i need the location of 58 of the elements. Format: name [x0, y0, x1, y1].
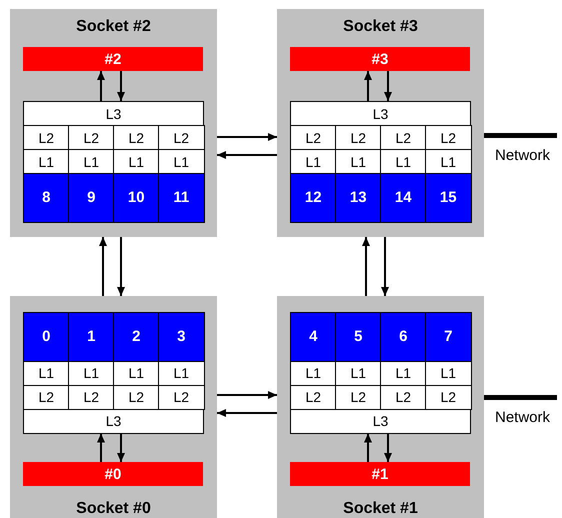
- arrow: [217, 133, 277, 141]
- core-cell: 4: [290, 312, 336, 362]
- arrow: [117, 237, 125, 296]
- core-cell: 5: [335, 312, 382, 362]
- cache-cell: L2: [425, 125, 472, 150]
- socket-panel: [277, 9, 484, 237]
- socket-panel: [10, 9, 217, 237]
- socket-title: Socket #3: [342, 18, 419, 36]
- cache-cell: L3: [290, 408, 471, 434]
- arrow: [97, 71, 105, 101]
- core-cell: 3: [158, 312, 204, 362]
- arrow: [97, 434, 105, 462]
- core-cell: 1: [68, 312, 114, 362]
- memory-bar: #2: [23, 47, 203, 71]
- core-cell: 8: [23, 173, 70, 222]
- cache-cell: L1: [158, 360, 204, 386]
- memory-bar: #1: [290, 462, 470, 486]
- cache-cell: L3: [23, 101, 204, 126]
- socket-panel: [10, 296, 217, 518]
- arrow: [381, 237, 389, 296]
- arrow: [384, 434, 392, 462]
- arrow: [364, 434, 372, 462]
- network-label: Network: [495, 147, 550, 164]
- socket-panel: [277, 296, 484, 518]
- arrow: [117, 71, 125, 101]
- core-cell: 9: [68, 173, 114, 222]
- arrow: [364, 71, 372, 101]
- socket-title: Socket #1: [342, 500, 419, 518]
- network-label: Network: [495, 409, 550, 426]
- core-cell: 12: [290, 173, 336, 222]
- cache-cell: L3: [23, 408, 204, 434]
- arrow: [117, 434, 125, 462]
- cache-cell: L1: [425, 360, 472, 386]
- memory-bar: #3: [290, 47, 470, 71]
- cache-cell: L1: [158, 149, 204, 174]
- socket-title: Socket #2: [75, 18, 152, 36]
- core-cell: 15: [425, 173, 472, 222]
- socket-title: Socket #0: [75, 500, 152, 518]
- arrow: [384, 71, 392, 101]
- core-cell: 13: [335, 173, 382, 222]
- core-cell: 14: [380, 173, 426, 222]
- cache-cell: L3: [290, 101, 471, 126]
- core-cell: 10: [113, 173, 160, 222]
- cache-cell: L2: [158, 384, 204, 410]
- arrow: [217, 391, 277, 399]
- core-cell: 7: [425, 312, 472, 362]
- cache-cell: L2: [425, 384, 472, 410]
- arrow: [217, 409, 277, 417]
- core-cell: 6: [380, 312, 426, 362]
- cache-cell: L2: [158, 125, 204, 150]
- arrow: [362, 237, 370, 296]
- core-cell: 11: [158, 173, 204, 222]
- arrow: [217, 151, 277, 159]
- core-cell: 2: [113, 312, 160, 362]
- cache-cell: L1: [425, 149, 472, 174]
- core-cell: 0: [23, 312, 70, 362]
- memory-bar: #0: [23, 462, 203, 486]
- arrow: [99, 237, 107, 296]
